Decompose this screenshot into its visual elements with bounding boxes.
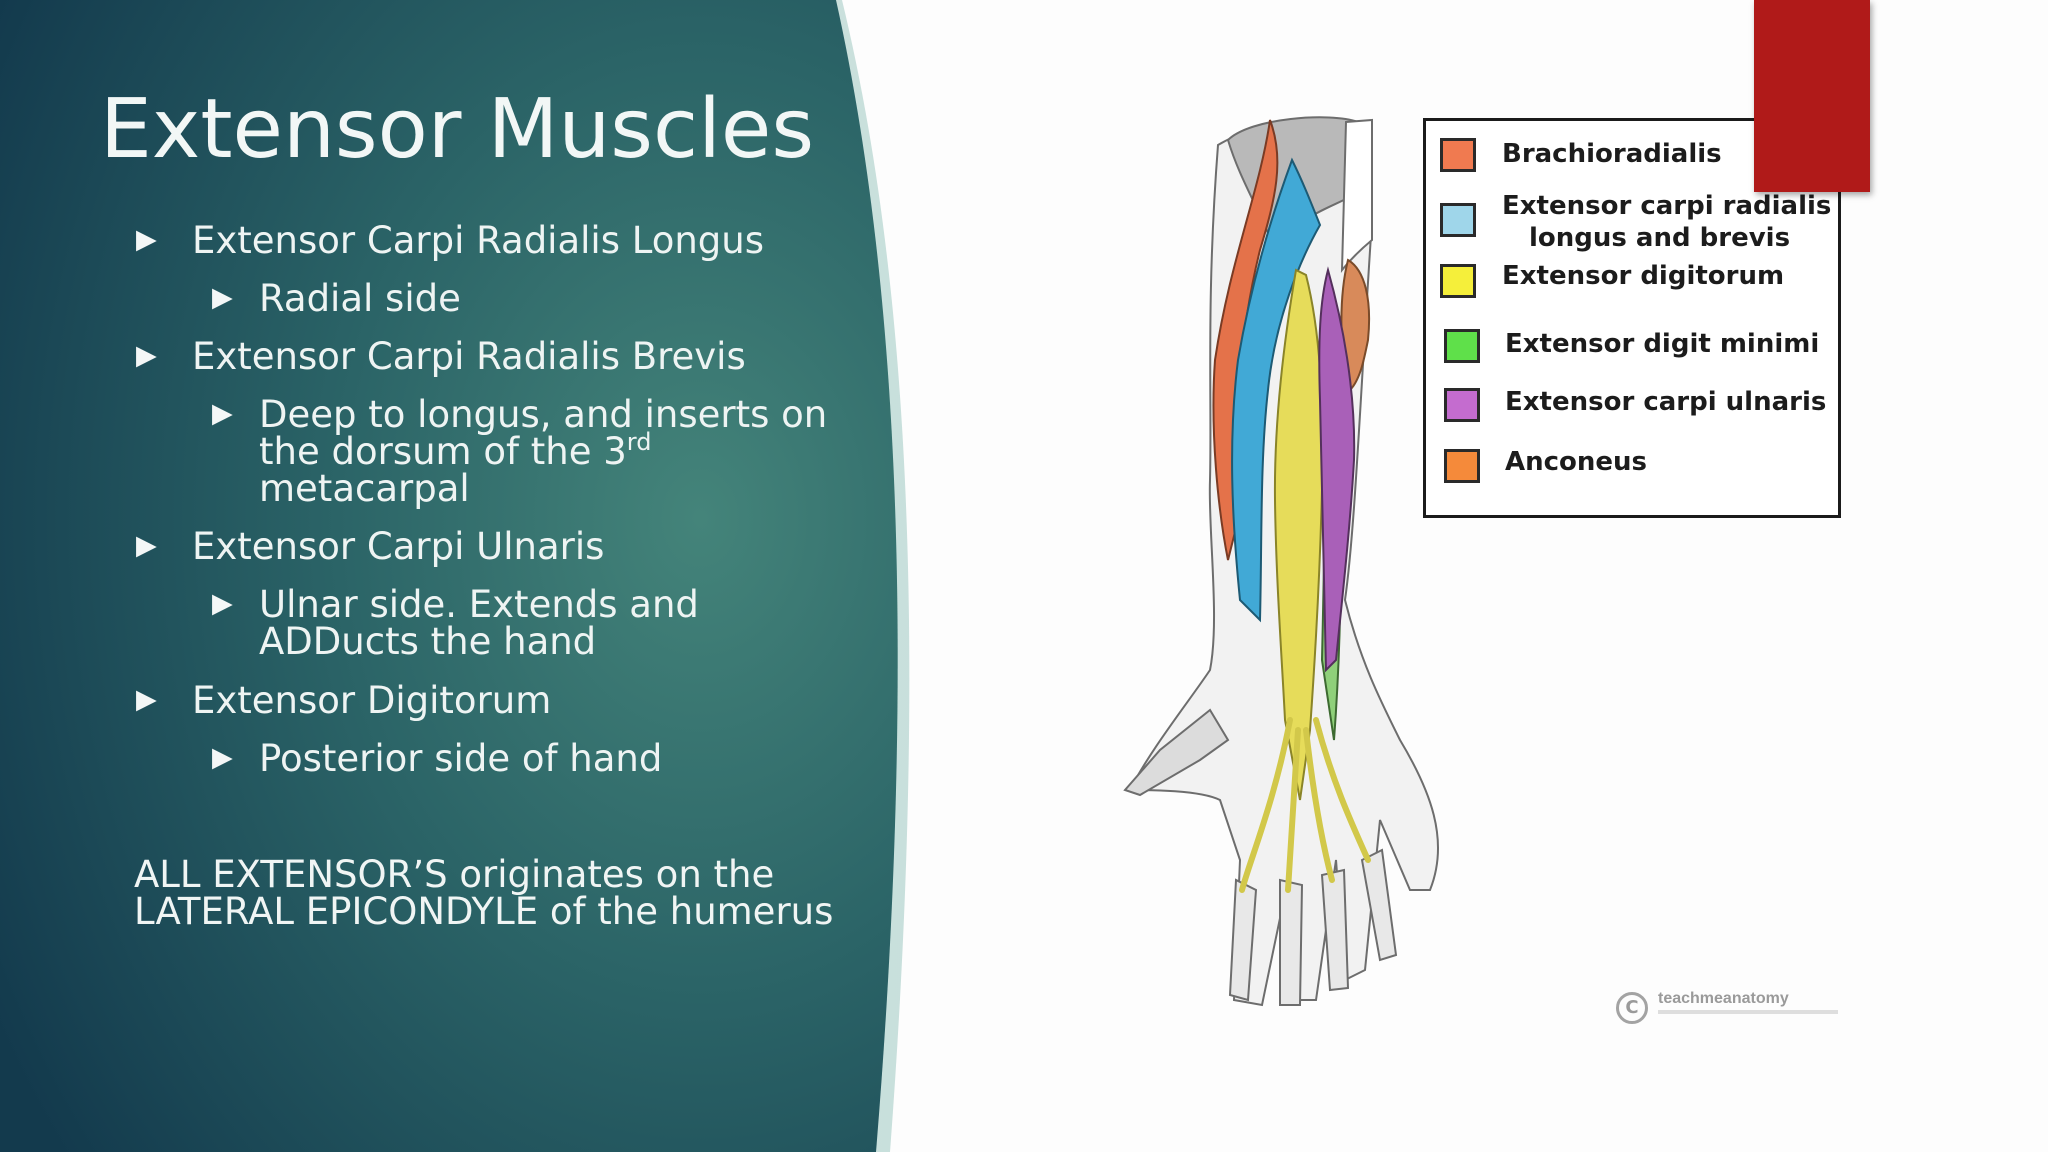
bullet-text-line: ADDucts the hand [259,620,597,663]
bullet-text-line: Deep to longus, and inserts on [259,393,828,436]
tendon-1 [1239,717,1293,893]
tendon-3 [1303,727,1335,883]
legend-label: longus and brevis [1529,223,1791,253]
finger-4 [1360,848,1398,962]
legend-label: Anconeus [1505,447,1648,477]
legend-swatch [1440,203,1476,237]
anconeus-muscle [1340,258,1371,392]
finger-3 [1320,868,1350,992]
legend-swatch [1444,388,1480,422]
bullet-text: Extensor Carpi Ulnaris [192,525,605,568]
bullet-arrow-icon: ▶ [136,340,157,371]
bullet-text: Extensor Carpi Radialis Brevis [192,335,746,378]
bullet-arrow-icon: ▶ [212,398,233,429]
legend-swatch [1444,329,1480,363]
legend-swatch [1444,449,1480,483]
finger-1 [1228,878,1258,1002]
legend-swatch [1440,138,1476,172]
origin-note-line: ALL EXTENSOR’S originates on the [134,853,775,896]
tendon-4 [1313,717,1371,863]
finger-2 [1279,878,1304,1006]
bullet-text-line: metacarpal [259,467,470,510]
legend-label: Extensor digit minimi [1505,329,1820,359]
bullet-text-line: the dorsum of the 3rd [259,428,652,473]
bullet-item: ▶ Deep to longus, and inserts on the dor… [136,396,959,507]
accent-red-tab [1754,0,1870,192]
slide-title: Extensor Muscles [100,82,815,177]
bullet-item: ▶ Extensor Carpi Radialis Brevis [136,338,746,375]
bullet-arrow-icon: ▶ [136,224,157,255]
panel-main [0,0,898,1152]
origin-note-line: LATERAL EPICONDYLE of the humerus [134,890,834,933]
extensor-carpi-radialis-muscle [1231,157,1322,623]
bullet-item: ▶ Posterior side of hand [136,740,662,777]
muscle-legend: Brachioradialis Extensor carpi radialis … [1423,118,1841,518]
legend-label: Extensor carpi radialis [1502,191,1832,221]
bullet-item: ▶ Radial side [136,280,461,317]
bullet-item: ▶ Extensor Carpi Ulnaris [136,528,604,565]
bullet-text-line: Ulnar side. Extends and [259,583,699,626]
legend-label: Extensor carpi ulnaris [1505,387,1827,417]
bullet-arrow-icon: ▶ [212,282,233,313]
origin-note: ALL EXTENSOR’S originates on the LATERAL… [134,856,834,930]
bullet-item: ▶ Extensor Carpi Radialis Longus [136,222,764,259]
thumb [1123,708,1230,797]
bullet-item: ▶ Extensor Digitorum [136,682,551,719]
bullet-arrow-icon: ▶ [136,530,157,561]
credit-fineprint [1658,1010,1838,1014]
brachioradialis-muscle [1212,119,1279,561]
bullet-arrow-icon: ▶ [212,742,233,773]
copyright-icon: C [1616,992,1648,1024]
credit-text: teachmeanatomy [1658,990,1789,1007]
legend-swatch [1440,264,1476,298]
olecranon-region [1340,118,1373,273]
superscript: rd [626,428,652,456]
bullet-text: Extensor Carpi Radialis Longus [192,219,765,262]
bullet-text: Radial side [259,277,461,320]
forearm-anatomy-illustration [1123,116,1439,1007]
bullet-arrow-icon: ▶ [212,588,233,619]
extensor-carpi-ulnaris-muscle [1318,266,1356,673]
legend-label: Brachioradialis [1502,139,1722,169]
bullet-arrow-icon: ▶ [136,684,157,715]
bullet-text: Extensor Digitorum [192,679,552,722]
bullet-item: ▶ Ulnar side. Extends and ADDucts the ha… [136,586,959,660]
legend-label: Extensor digitorum [1502,261,1785,291]
tendon-2 [1285,727,1301,893]
bullet-text: Posterior side of hand [259,737,663,780]
